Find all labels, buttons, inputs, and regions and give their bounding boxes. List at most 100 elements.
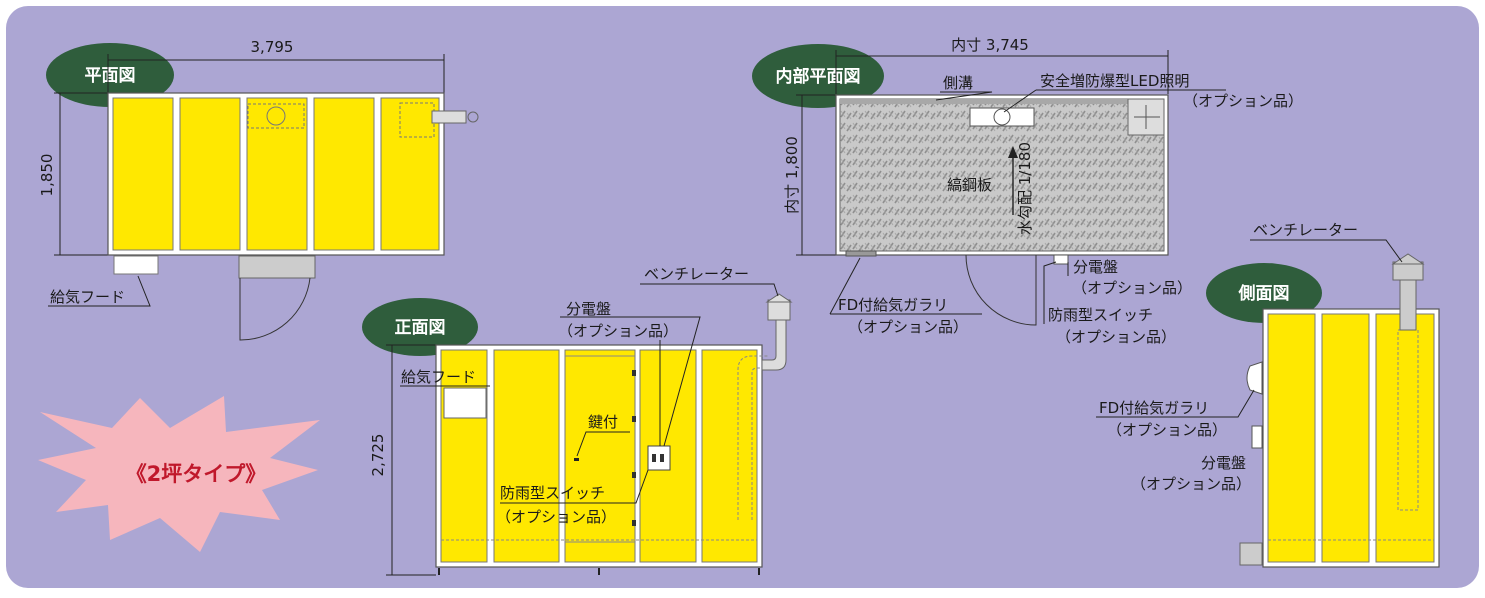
- front-intake-hood: [443, 387, 487, 419]
- interior-louver-option: （オプション品）: [848, 318, 968, 336]
- plan-light-outline: [247, 103, 305, 129]
- interior-panel-board: [1053, 254, 1069, 265]
- interior-switch-leader: [1043, 261, 1057, 324]
- side-panel-board-option: （オプション品）: [1131, 475, 1251, 493]
- side-view-title: 側面図: [1238, 283, 1290, 304]
- plan-door-swing: [239, 277, 311, 341]
- front-ventilator-duct-hidden: [737, 355, 768, 520]
- type-badge: 《2坪タイプ》: [38, 396, 320, 552]
- front-view-title-oval: [362, 298, 478, 356]
- interior-side-gutter-label: 側溝: [943, 74, 973, 92]
- front-ventilator-duct-hidden-inner: [751, 367, 768, 520]
- front-ventilator-leader: [640, 283, 779, 297]
- front-door: [564, 349, 636, 563]
- badge-text: 《2坪タイプ》: [126, 462, 267, 486]
- front-lock-leader: [576, 431, 630, 457]
- front-panel-board-leader: [560, 316, 701, 447]
- interior-led-light: [969, 107, 1035, 127]
- side-panel: [1321, 313, 1370, 563]
- front-intake-hood-label: 給気フード: [401, 368, 476, 386]
- front-panel: [493, 349, 560, 563]
- front-view: 正面図 2,725: [362, 265, 793, 576]
- front-switch-leader: [500, 469, 649, 504]
- plan-light-circle: [266, 106, 286, 126]
- side-view: 側面図 ベンチレーター FD付給気ガラリ （オプション品） 分電盤 （オプション…: [1096, 221, 1440, 568]
- interior-led-label: 安全増防爆型LED照明: [1040, 72, 1189, 90]
- side-louver-label: FD付給気ガラリ: [1099, 399, 1209, 417]
- interior-switch-label: 防雨型スイッチ: [1048, 306, 1153, 324]
- side-panel-board-label: 分電盤: [1201, 454, 1246, 472]
- front-panel-board: [647, 445, 671, 471]
- front-switch-label: 防雨型スイッチ: [500, 484, 605, 502]
- side-panel-board: [1251, 425, 1263, 449]
- plan-panel: [380, 97, 440, 251]
- interior-plan-view: 内部平面図 内寸 3,745 内寸 1,800 側溝 安全増防爆型LED照明: [752, 36, 1303, 346]
- front-view-title: 正面図: [395, 318, 446, 338]
- interior-slope-arrowhead: [1008, 146, 1018, 158]
- plan-depth-dim: 1,850: [38, 154, 56, 197]
- interior-led-option: （オプション品）: [1183, 92, 1303, 110]
- side-louver: [1246, 361, 1263, 395]
- interior-ventilator-symbol: [1134, 105, 1160, 129]
- plan-panel: [179, 97, 241, 251]
- interior-side-gutter: [840, 99, 1164, 104]
- interior-panel-board-label: 分電盤: [1073, 258, 1118, 276]
- plan-view: 平面図 3,795 1,850: [38, 38, 479, 341]
- front-switch-option: （オプション品）: [496, 508, 616, 526]
- interior-title: 内部平面図: [776, 66, 861, 87]
- plan-width-dimension-line: [54, 54, 445, 256]
- front-panel-board-label: 分電盤: [566, 300, 611, 318]
- side-ventilator-leader: [1250, 239, 1403, 263]
- interior-door-swing: [965, 254, 1037, 326]
- front-lock: [574, 458, 579, 461]
- plan-door-step: [238, 255, 316, 279]
- front-panel-board-option: （オプション品）: [558, 322, 678, 340]
- interior-title-oval: [752, 44, 884, 108]
- interior-slope-label: 水勾配 1/180: [1016, 142, 1034, 235]
- interior-gutter-leader: [935, 91, 993, 101]
- interior-dimension-lines: [796, 50, 1169, 256]
- plan-intake-hood-label: 給気フード: [50, 288, 125, 306]
- side-panel: [1375, 313, 1435, 563]
- badge-burst: [38, 396, 320, 552]
- plan-width-dim: 3,795: [251, 38, 294, 56]
- plan-view-title-oval: [46, 43, 174, 107]
- front-feet: [438, 568, 760, 575]
- interior-switch-option: （オプション品）: [1056, 328, 1176, 346]
- interior-checker-label: 縞鋼板: [947, 176, 992, 194]
- plan-view-title: 平面図: [85, 66, 136, 86]
- plan-intake-hood: [113, 255, 159, 275]
- front-height-dim: 2,725: [369, 434, 387, 477]
- side-step: [1239, 542, 1263, 566]
- interior-width-dim: 内寸 3,745: [951, 36, 1029, 54]
- front-panel-board-outlets: [652, 454, 664, 462]
- interior-louver: [845, 250, 877, 257]
- side-panel: [1267, 313, 1316, 563]
- interior-panel-board-option: （オプション品）: [1072, 279, 1192, 297]
- side-panels: [1267, 313, 1435, 563]
- front-lock-label: 鍵付: [588, 413, 618, 431]
- side-ventilator: [1391, 253, 1425, 331]
- interior-louver-leader-2: [829, 257, 861, 315]
- front-panels: [440, 349, 758, 563]
- front-door-hinges: [632, 370, 636, 526]
- side-louver-leader: [1096, 389, 1255, 418]
- front-ventilator-label: ベンチレーター: [644, 265, 749, 283]
- front-height-dimension-line: [386, 344, 436, 576]
- plan-panel: [313, 97, 375, 251]
- front-panel: [701, 349, 758, 563]
- plan-panel: [112, 97, 174, 251]
- plan-panel: [246, 97, 308, 251]
- plan-panels: [112, 97, 440, 251]
- interior-led-light-circle: [993, 108, 1011, 126]
- side-ventilator-label: ベンチレーター: [1253, 221, 1358, 239]
- side-view-title-oval: [1206, 263, 1322, 323]
- plan-intake-leader: [48, 275, 151, 307]
- plan-ventilator-duct: [431, 110, 479, 124]
- front-ventilator: [761, 293, 793, 371]
- front-panel: [440, 349, 488, 563]
- front-door-rails: [565, 355, 635, 543]
- interior-louver-label: FD付給気ガラリ: [838, 296, 948, 314]
